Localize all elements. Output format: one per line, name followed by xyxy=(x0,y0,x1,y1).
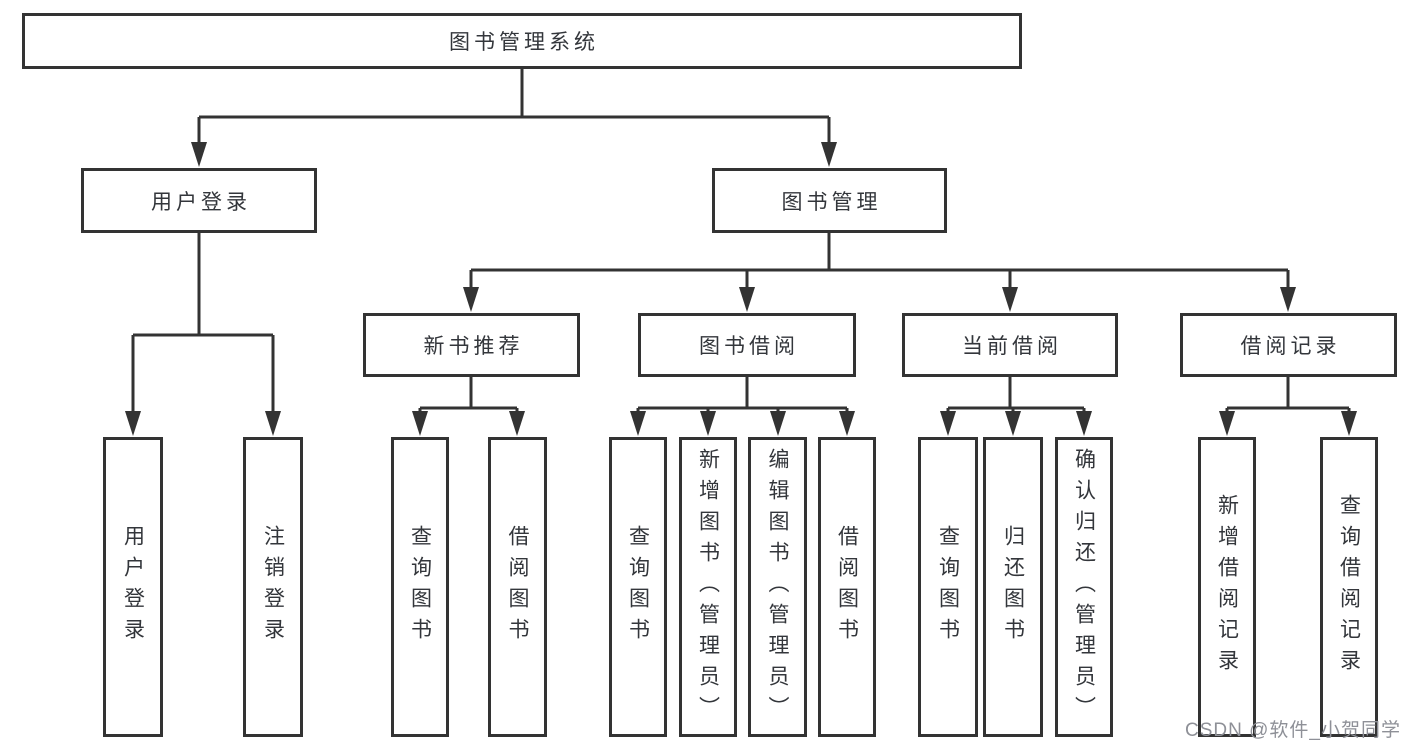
node-book-management: 图书管理 xyxy=(712,168,947,233)
node-label: 注销登录 xyxy=(261,525,285,649)
node-label: 新增图书（管理员） xyxy=(696,447,720,727)
node-label: 归还图书 xyxy=(1001,525,1025,649)
node-label: 借阅记录 xyxy=(1240,335,1341,358)
node-label: 确认归还（管理员） xyxy=(1072,447,1096,727)
node-current-borrowing: 当前借阅 xyxy=(902,313,1118,377)
leaf-query-books-borrow: 查询图书 xyxy=(609,437,667,737)
node-label: 当前借阅 xyxy=(962,335,1062,358)
node-label: 查询图书 xyxy=(408,525,432,649)
node-label: 图书管理 xyxy=(781,190,882,214)
leaf-query-borrow-record: 查询借阅记录 xyxy=(1320,437,1378,737)
leaf-logout: 注销登录 xyxy=(243,437,303,737)
node-label: 编辑图书（管理员） xyxy=(766,447,789,727)
leaf-query-books-current: 查询图书 xyxy=(918,437,978,737)
watermark: CSDN @软件_小贺同学 xyxy=(1185,720,1401,741)
node-label: 用户登录 xyxy=(151,190,251,214)
node-label: 新增借阅记录 xyxy=(1215,494,1239,680)
arrowheads xyxy=(125,142,1357,436)
leaf-user-login: 用户登录 xyxy=(103,437,163,737)
node-library-management-system: 图书管理系统 xyxy=(22,13,1022,69)
leaf-borrow-books-recommend: 借阅图书 xyxy=(488,437,547,737)
node-label: 查询图书 xyxy=(626,525,650,649)
node-label: 新书推荐 xyxy=(423,335,524,358)
node-label: 借阅图书 xyxy=(835,525,859,649)
node-label: 图书借阅 xyxy=(699,335,799,358)
node-new-book-recommendation: 新书推荐 xyxy=(363,313,580,377)
node-label: 用户登录 xyxy=(121,525,145,649)
leaf-edit-book-admin: 编辑图书（管理员） xyxy=(748,437,807,737)
node-label: 查询图书 xyxy=(936,525,960,649)
node-borrowing-records: 借阅记录 xyxy=(1180,313,1397,377)
leaf-add-book-admin: 新增图书（管理员） xyxy=(679,437,737,737)
node-label: 借阅图书 xyxy=(506,525,529,649)
leaf-confirm-return-admin: 确认归还（管理员） xyxy=(1055,437,1113,737)
node-label: 图书管理系统 xyxy=(449,31,599,54)
leaf-return-books: 归还图书 xyxy=(983,437,1043,737)
leaf-query-books-recommend: 查询图书 xyxy=(391,437,449,737)
leaf-borrow-books: 借阅图书 xyxy=(818,437,876,737)
node-label: 查询借阅记录 xyxy=(1337,494,1361,680)
node-book-borrowing: 图书借阅 xyxy=(638,313,856,377)
leaf-add-borrow-record: 新增借阅记录 xyxy=(1198,437,1256,737)
node-user-login: 用户登录 xyxy=(81,168,317,233)
